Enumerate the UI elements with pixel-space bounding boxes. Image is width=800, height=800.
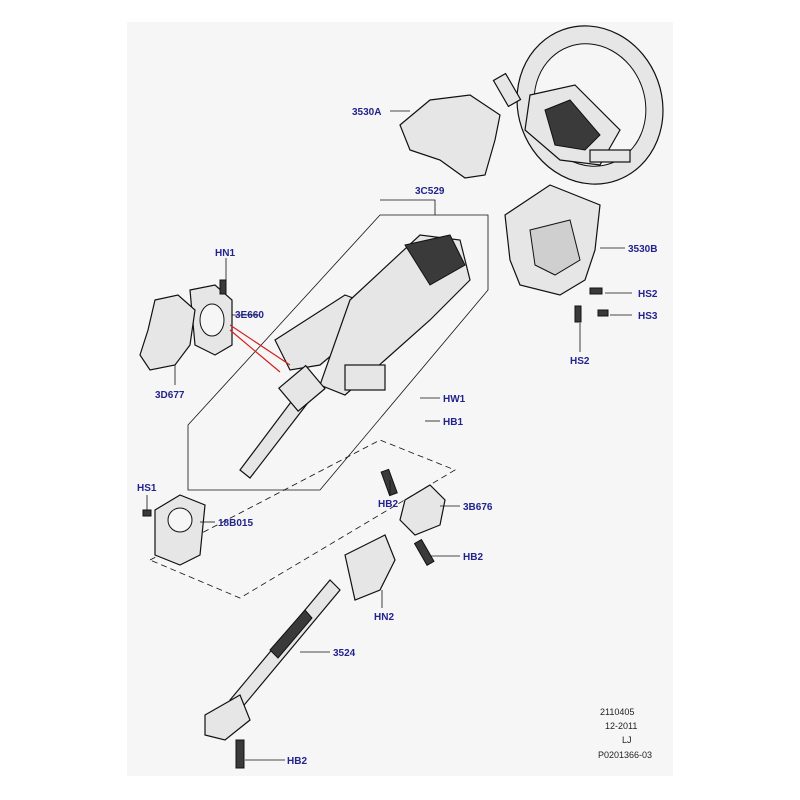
boot-parts — [139, 279, 233, 371]
label-hs3: HS3 — [638, 311, 658, 322]
steering-wheel — [492, 25, 664, 185]
label-hs2-mid: HS2 — [570, 356, 590, 367]
coupling — [380, 468, 446, 566]
label-3524: 3524 — [333, 648, 356, 659]
label-hb2-upper: HB2 — [378, 499, 398, 510]
label-hn2: HN2 — [374, 612, 394, 623]
footer-date: 12-2011 — [605, 721, 637, 731]
label-3530a: 3530A — [352, 107, 381, 118]
label-hs2-top: HS2 — [638, 289, 658, 300]
upper-shroud — [399, 94, 501, 179]
highlight-line — [229, 324, 291, 366]
highlight-line — [229, 329, 281, 373]
label-3c529: 3C529 — [415, 186, 445, 197]
lower-shroud — [504, 184, 601, 296]
footer-ref: P0201366-03 — [598, 750, 652, 760]
label-3530b: 3530B — [628, 244, 657, 255]
steering-column — [239, 234, 471, 479]
label-hs1: HS1 — [137, 483, 157, 494]
lower-shaft-outline — [149, 439, 456, 599]
intermediate-shaft — [204, 534, 396, 769]
label-hb1: HB1 — [443, 417, 463, 428]
label-3d677: 3D677 — [155, 390, 185, 401]
label-hb2-middle: HB2 — [463, 552, 483, 563]
label-hn1: HN1 — [215, 248, 235, 259]
footer-initials: LJ — [622, 735, 632, 745]
label-hw1: HW1 — [443, 394, 466, 405]
footer-code: 2110405 — [600, 707, 634, 717]
column-outline — [187, 214, 489, 491]
label-18b015: 18B015 — [218, 518, 253, 529]
leader-lines — [146, 110, 632, 761]
label-3b676: 3B676 — [463, 502, 493, 513]
clockspring-sensor — [142, 494, 206, 566]
label-hb2-bottom: HB2 — [287, 756, 307, 767]
label-3e660: 3E660 — [235, 310, 264, 321]
screws-hs — [574, 287, 609, 323]
